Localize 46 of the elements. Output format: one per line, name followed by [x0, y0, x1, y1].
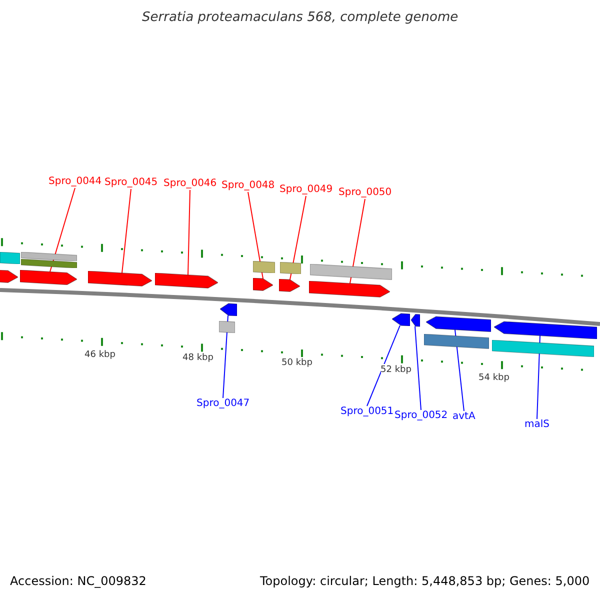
gene-feature: [253, 278, 273, 292]
leader-line: [350, 198, 366, 284]
gene-label: Spro_0052: [394, 410, 448, 422]
scale-label: 48 kbp: [182, 352, 214, 364]
feature-bar: [492, 340, 594, 357]
gene-label: Spro_0049: [280, 184, 333, 196]
scale-label: 46 kbp: [84, 349, 116, 361]
gene-feature: [426, 316, 491, 332]
genome-info-text: Topology: circular; Length: 5,448,853 bp; Genes: 5,000: [260, 574, 590, 588]
gene-label: Spro_0050: [338, 187, 392, 199]
scale-label: 54 kbp: [478, 372, 510, 384]
gene-feature: [494, 321, 597, 339]
feature-bar: [280, 262, 301, 274]
gene-label: Spro_0044: [48, 176, 102, 188]
feature-bar: [0, 252, 20, 264]
feature-bar: [424, 334, 489, 349]
gene-feature: [309, 281, 390, 298]
gene-label: Spro_0048: [222, 180, 275, 192]
scale-label: 50 kbp: [282, 357, 312, 369]
leader-line: [366, 324, 400, 406]
feature-bar: [253, 261, 275, 274]
gene-label: malS: [524, 419, 550, 431]
leader-line: [122, 188, 132, 274]
gene-feature: [20, 270, 77, 286]
gene-feature: [220, 303, 237, 316]
feature-bar: [21, 259, 77, 268]
title: Serratia proteamaculans 568, complete genome: [142, 10, 458, 26]
accession-text: Accession: NC_009832: [10, 574, 146, 588]
scale-label: 52 kbp: [380, 364, 412, 376]
feature-bar: [310, 264, 392, 280]
gene-label: Spro_0046: [164, 178, 217, 190]
gene-feature: [0, 270, 18, 284]
gene-feature: [279, 279, 300, 292]
gene-feature: [155, 273, 218, 289]
feature-bar: [21, 252, 77, 262]
leader-line: [222, 314, 228, 398]
gene-label: Spro_0045: [104, 177, 158, 189]
leader-line: [290, 196, 306, 280]
gene-label: Spro_0051: [340, 406, 394, 418]
leader-line: [414, 326, 422, 410]
gene-feature: [88, 271, 152, 287]
gene-label: Spro_0047: [196, 398, 250, 410]
feature-bar: [219, 321, 235, 333]
leader-line: [248, 192, 264, 280]
gene-label: avtA: [452, 411, 476, 423]
leader-line: [188, 190, 190, 276]
